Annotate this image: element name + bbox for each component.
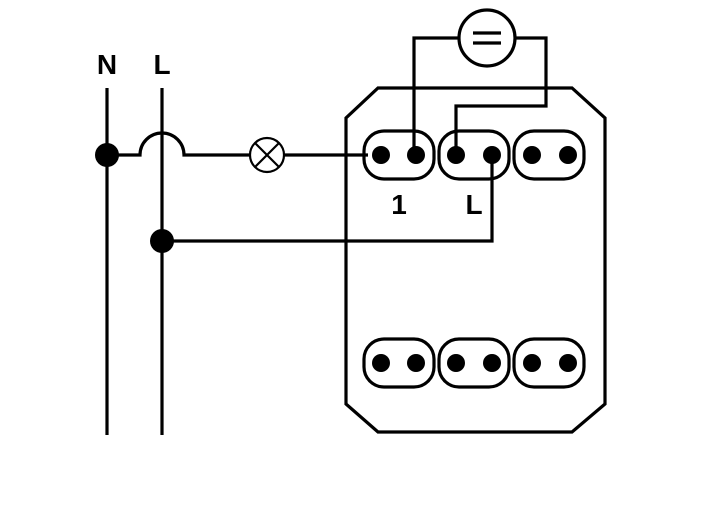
switch-block-outline	[344, 86, 607, 434]
terminal-top-1	[362, 129, 436, 181]
indicator-left-wire	[412, 36, 459, 155]
indicator-right-wire	[454, 36, 548, 155]
live-label: L	[153, 49, 170, 80]
lamp-symbol-icon	[248, 136, 286, 174]
live-to-terminal-l-wire	[162, 155, 494, 243]
terminal-bottom-3	[512, 337, 586, 389]
neutral-label: N	[97, 49, 117, 80]
terminal-bottom-1	[362, 337, 436, 389]
neutral-junction-dot	[95, 143, 119, 167]
terminal-top-3	[512, 129, 586, 181]
glow-indicator-icon	[457, 8, 517, 68]
terminal-bottom-2	[437, 337, 511, 389]
terminal-1-label: 1	[391, 189, 407, 220]
terminal-l-label: L	[465, 189, 482, 220]
neutral-feed-wire	[107, 131, 250, 157]
terminal-top-2	[437, 129, 511, 181]
